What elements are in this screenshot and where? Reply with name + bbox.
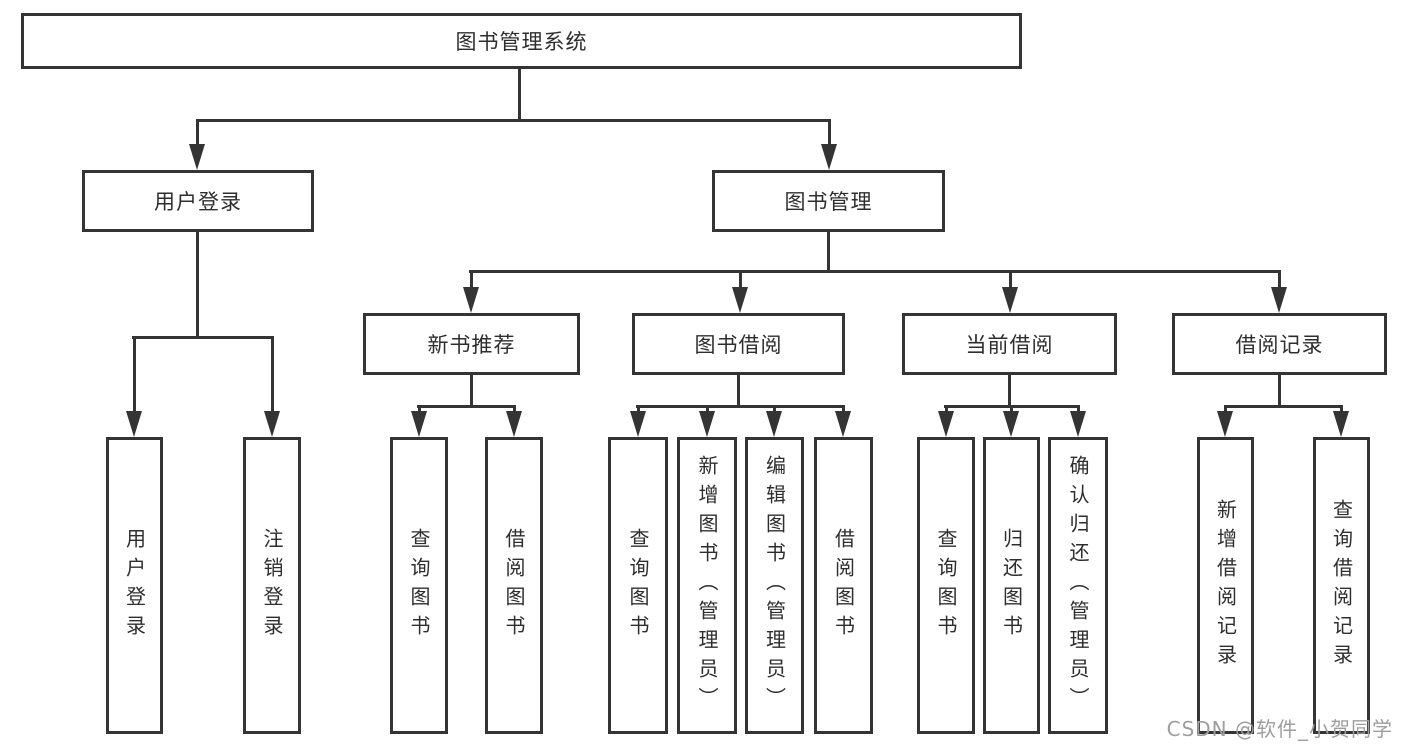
connector-line [737, 375, 740, 408]
leaf-query-books-current-label: 查询图书 [934, 527, 958, 644]
leaf-add-books-admin-label: 新增图书（管理员） [695, 455, 719, 716]
connector-line [271, 336, 274, 413]
node-book-borrow-label: 图书借阅 [694, 333, 783, 357]
arrow-down-icon [835, 411, 851, 437]
connector-line [945, 405, 948, 413]
leaf-logout-label: 注销登录 [260, 527, 284, 644]
arrow-down-icon [463, 287, 479, 313]
leaf-edit-books-admin-label: 编辑图书（管理员） [762, 455, 787, 716]
leaf-query-books-borrow: 查询图书 [608, 437, 668, 734]
node-root: 图书管理系统 [21, 13, 1022, 69]
arrow-down-icon [821, 144, 837, 170]
arrow-down-icon [630, 411, 646, 437]
arrow-down-icon [1002, 287, 1018, 313]
arrow-down-icon [126, 411, 142, 437]
leaf-user-login-label: 用户登录 [122, 527, 147, 644]
connector-line [1010, 405, 1013, 413]
node-user-login: 用户登录 [82, 170, 314, 232]
leaf-user-login: 用户登录 [106, 437, 163, 734]
connector-line [1278, 375, 1281, 408]
leaf-borrow-books-recommend: 借阅图书 [485, 437, 543, 734]
connector-line [196, 119, 831, 122]
connector-line [513, 405, 516, 413]
connector-line [739, 270, 742, 289]
leaf-confirm-return-admin: 确认归还（管理员） [1048, 437, 1108, 734]
leaf-query-books-recommend-label: 查询图书 [407, 527, 431, 644]
node-root-label: 图书管理系统 [455, 30, 588, 54]
leaf-confirm-return-admin-label: 确认归还（管理员） [1066, 455, 1090, 716]
leaf-query-borrow-record: 查询借阅记录 [1313, 437, 1370, 734]
arrow-down-icon [938, 411, 954, 437]
leaf-return-books-label: 归还图书 [999, 527, 1024, 644]
connector-line [1077, 405, 1080, 413]
arrow-down-icon [699, 411, 715, 437]
connector-line [636, 405, 845, 408]
connector-line [828, 119, 831, 146]
leaf-add-books-admin: 新增图书（管理员） [677, 437, 737, 734]
leaf-return-books: 归还图书 [983, 437, 1040, 734]
arrow-down-icon [189, 144, 205, 170]
connector-line [470, 375, 473, 408]
node-book-borrow: 图书借阅 [632, 313, 845, 375]
node-borrow-records: 借阅记录 [1172, 313, 1387, 375]
leaf-query-books-recommend: 查询图书 [390, 437, 448, 734]
connector-line [842, 405, 845, 413]
connector-line [518, 69, 521, 121]
arrow-down-icon [766, 411, 782, 437]
leaf-query-borrow-record-label: 查询借阅记录 [1329, 498, 1354, 673]
connector-line [132, 336, 273, 339]
node-borrow-records-label: 借阅记录 [1235, 333, 1324, 357]
node-book-management-label: 图书管理 [784, 190, 873, 214]
connector-line [637, 405, 640, 413]
connector-line [418, 405, 421, 413]
leaf-borrow-books-label: 借阅图书 [831, 527, 856, 644]
arrow-down-icon [1271, 287, 1287, 313]
connector-line [827, 232, 830, 273]
arrow-down-icon [1333, 411, 1349, 437]
connector-line [1224, 405, 1343, 408]
arrow-down-icon [1070, 411, 1086, 437]
connector-line [417, 405, 516, 408]
node-current-borrow-label: 当前借阅 [965, 333, 1054, 357]
connector-line [1009, 270, 1012, 289]
connector-line [1008, 375, 1011, 408]
leaf-query-books-current: 查询图书 [917, 437, 975, 734]
arrow-down-icon [732, 287, 748, 313]
node-book-management: 图书管理 [712, 170, 945, 232]
node-user-login-label: 用户登录 [154, 190, 242, 214]
leaf-borrow-books-recommend-label: 借阅图书 [502, 527, 526, 644]
leaf-add-borrow-record: 新增借阅记录 [1197, 437, 1254, 734]
csdn-watermark: CSDN @软件_小贺同学 [1166, 717, 1393, 741]
connector-line [1340, 405, 1343, 413]
arrow-down-icon [506, 411, 522, 437]
arrow-down-icon [411, 411, 427, 437]
arrow-down-icon [1003, 411, 1019, 437]
leaf-query-books-borrow-label: 查询图书 [626, 527, 650, 644]
arrow-down-icon [264, 411, 280, 437]
arrow-down-icon [1217, 411, 1233, 437]
leaf-edit-books-admin: 编辑图书（管理员） [745, 437, 804, 734]
connector-line [1224, 405, 1227, 413]
connector-line [196, 119, 199, 146]
connector-line [470, 270, 473, 289]
node-new-book-recommend-label: 新书推荐 [427, 333, 516, 357]
connector-line [773, 405, 776, 413]
connector-line [706, 405, 709, 413]
node-new-book-recommend: 新书推荐 [363, 313, 580, 375]
node-current-borrow: 当前借阅 [902, 313, 1117, 375]
connector-line [469, 270, 1280, 273]
connector-line [196, 232, 199, 339]
leaf-borrow-books: 借阅图书 [814, 437, 873, 734]
leaf-add-borrow-record-label: 新增借阅记录 [1213, 498, 1238, 673]
leaf-logout: 注销登录 [243, 437, 301, 734]
connector-line [133, 336, 136, 413]
connector-line [1278, 270, 1281, 289]
